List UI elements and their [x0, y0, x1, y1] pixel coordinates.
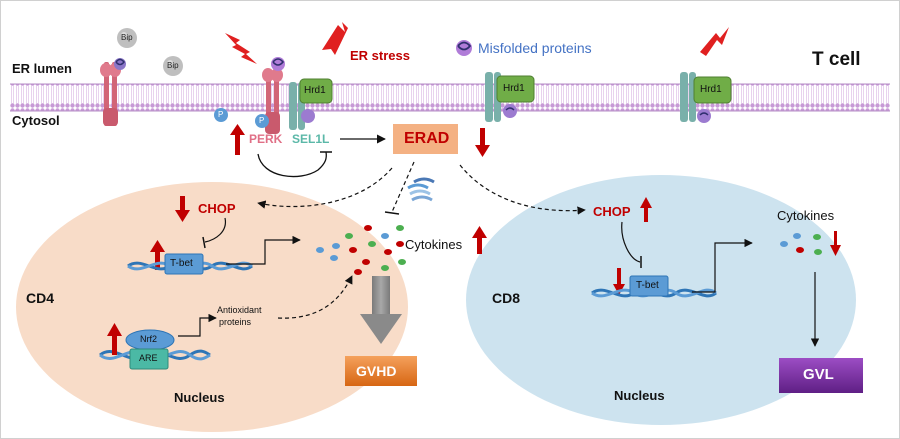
lightning-icon-1	[225, 33, 257, 64]
bip-label-1: Bip	[121, 33, 133, 42]
antioxidant-label-1: Antioxidant	[217, 305, 262, 315]
inhibition-loop	[257, 151, 327, 178]
cd8-cell	[466, 175, 856, 425]
are-box	[129, 348, 169, 370]
erad-to-cytokines-inhibit	[391, 161, 415, 213]
cd4-chop-inhibit-line	[204, 217, 227, 243]
cd4-cell	[16, 182, 408, 432]
gvhd-box	[345, 356, 417, 386]
lightning-icon-2	[322, 22, 348, 55]
bip-protein-1	[117, 28, 137, 48]
gvhd-big-arrow	[360, 276, 402, 344]
erad-box	[393, 124, 458, 154]
cd8-chop-up-arrow	[640, 197, 652, 222]
cd8-nucleus-label: Nucleus	[614, 388, 665, 403]
misfolded-protein-perk	[271, 57, 285, 71]
antioxidant-label-2: proteins	[219, 317, 252, 327]
er-membrane	[10, 84, 890, 111]
cd4-chop-label: CHOP	[198, 201, 236, 216]
cd4-tbet-box	[164, 253, 204, 275]
cd4-tbet-label: T-bet	[170, 258, 193, 269]
perk-up-arrow	[230, 124, 245, 155]
erad-label: ERAD	[404, 130, 450, 147]
cd8-cytokines-label: Cytokines	[777, 208, 835, 223]
cd4-label: CD4	[26, 290, 55, 306]
cd8-chop-inhibit-line	[621, 221, 641, 263]
cd4-cytokines-up-arrow	[472, 226, 487, 254]
cd4-nucleus-label: Nucleus	[174, 390, 225, 405]
cd8-cytokines-down-arrow	[830, 231, 841, 256]
cd8-cytokine-dots	[780, 233, 822, 255]
nrf2-label: Nrf2	[140, 334, 158, 344]
are-to-antioxidant-arrow	[178, 313, 217, 337]
antioxidant-to-cytokines-arrow	[277, 275, 353, 319]
bip-label-2: Bip	[167, 61, 179, 70]
phosphate-2	[255, 114, 269, 128]
perk-receptor	[262, 68, 283, 134]
cytokine-inhibit-bar	[384, 211, 400, 215]
hrd1-label-2: Hrd1	[503, 83, 525, 94]
cd4-chop-down-arrow	[175, 196, 190, 222]
cd4-cytokine-dots	[316, 225, 406, 275]
erad-to-cd4-chop-arrow	[257, 167, 393, 209]
cytosol-label: Cytosol	[12, 113, 60, 128]
bip-protein-2	[163, 56, 183, 76]
perk-label: PERK	[249, 132, 283, 146]
phosphate-1	[214, 108, 228, 122]
er-stress-label: ER stress	[350, 48, 410, 63]
hrd1-complex-3	[680, 72, 732, 123]
phosphate-label-2: P	[259, 116, 265, 125]
hrd1-label-1: Hrd1	[304, 85, 326, 96]
are-label: ARE	[139, 353, 158, 363]
hrd1-complex-2	[485, 72, 535, 122]
lightning-icon-3	[700, 27, 729, 56]
phosphate-label-1: P	[218, 110, 224, 119]
t-cell-label: T cell	[812, 49, 861, 70]
erad-to-cd8-chop-arrow	[459, 164, 586, 215]
sel1l-label: SEL1L	[292, 132, 330, 146]
gvl-label: GVL	[803, 366, 834, 383]
erad-down-arrow	[475, 128, 490, 157]
degraded-protein-icon	[407, 177, 435, 202]
cd8-tbet-box	[629, 275, 669, 297]
er-lumen-label: ER lumen	[12, 61, 72, 76]
cd4-chop-inhibit-bar	[202, 236, 206, 249]
gvl-box	[779, 358, 863, 393]
misfolded-protein-icon	[456, 40, 472, 56]
misfolded-protein-on-sensor	[114, 58, 126, 70]
misfolded-proteins-label: Misfolded proteins	[478, 40, 592, 56]
cd8-tbet-to-cytokines-arrow	[692, 238, 753, 293]
er-sensor-left	[100, 62, 121, 126]
nrf2-up-arrow	[107, 323, 122, 355]
gvhd-label: GVHD	[356, 363, 397, 379]
cd4-tbet-to-cytokines-arrow	[226, 235, 301, 265]
cd8-tbet-down-arrow	[613, 268, 625, 295]
hrd1-complex-1	[289, 78, 333, 130]
cd8-tbet-label: T-bet	[636, 280, 659, 291]
cd8-label: CD8	[492, 290, 521, 306]
cd4-cytokines-label: Cytokines	[405, 237, 463, 252]
cd4-tbet-up-arrow	[150, 240, 165, 270]
cd8-chop-label: CHOP	[593, 204, 631, 219]
hrd1-label-3: Hrd1	[700, 84, 722, 95]
